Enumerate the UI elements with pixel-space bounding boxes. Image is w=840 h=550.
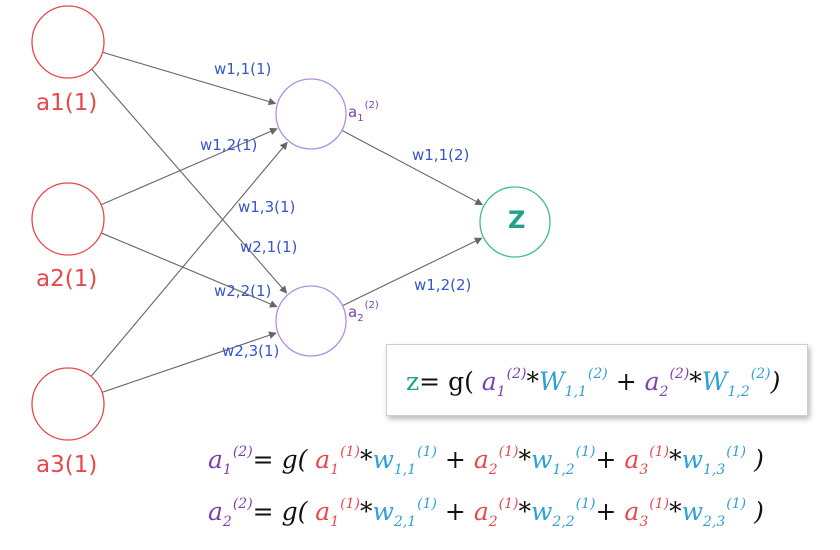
- input-node-1: [31, 5, 105, 79]
- input-node-3: [31, 367, 105, 441]
- input-label-a3: a3(1): [36, 452, 98, 478]
- edge-h1-z: [341, 129, 483, 206]
- edge-a1-h1: [102, 51, 277, 106]
- hidden-node-2: [275, 285, 347, 357]
- equation-a2: a2(2)= g( a1(1)*w2,1(1) + a2(1)*w2,2(1)+…: [208, 496, 764, 530]
- edge-h2-z: [342, 237, 483, 307]
- equation-z: z= g( a1(2)*W1,1(2) + a2(2)*W1,2(2)): [406, 366, 781, 400]
- edge-a3-h2: [101, 331, 277, 393]
- output-formula-box: [386, 344, 808, 416]
- input-node-2: [31, 182, 105, 256]
- weight-label-w12-1: w1,2(1): [200, 136, 258, 154]
- weight-label-w11-2: w1,1(2): [412, 146, 470, 164]
- input-label-a2: a2(1): [36, 266, 98, 292]
- edge-a2-h1: [100, 127, 278, 206]
- equation-a1: a1(2)= g( a1(1)*w1,1(1) + a2(1)*w1,2(1)+…: [208, 444, 764, 478]
- edge-a1-h2: [91, 68, 288, 294]
- output-label-z: Z: [508, 206, 526, 234]
- output-node: [479, 186, 551, 258]
- weight-label-w22-1: w2,2(1): [214, 282, 272, 300]
- hidden-label-a1: a1(2): [348, 100, 379, 124]
- input-label-a1: a1(1): [36, 90, 98, 116]
- hidden-node-1: [275, 78, 347, 150]
- edge-a3-h1: [90, 141, 288, 377]
- weight-label-w21-1: w2,1(1): [240, 238, 298, 256]
- weight-label-w11-1: w1,1(1): [214, 60, 272, 78]
- weight-label-w13-1: w1,3(1): [238, 198, 296, 216]
- weight-label-w23-1: w2,3(1): [222, 342, 280, 360]
- edge-a2-h2: [100, 232, 278, 308]
- hidden-label-a2: a2(2): [348, 300, 379, 324]
- weight-label-w12-2: w1,2(2): [414, 276, 472, 294]
